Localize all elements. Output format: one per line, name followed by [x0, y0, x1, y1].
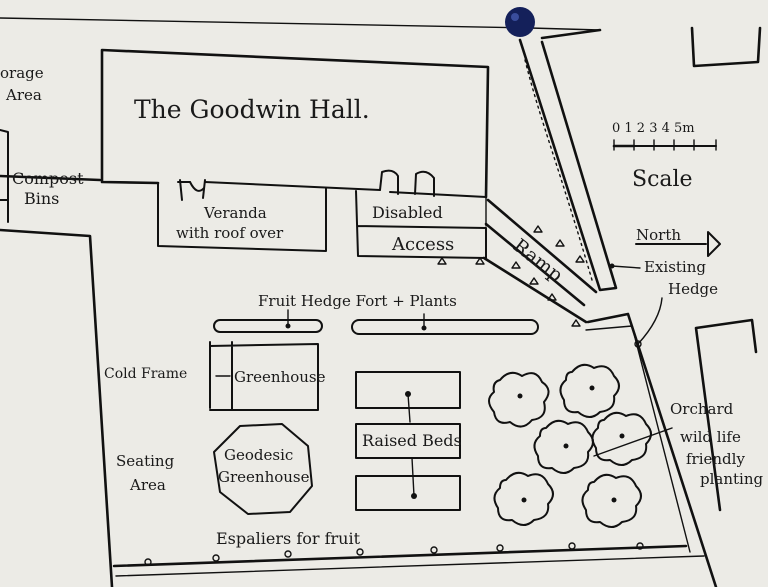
north-label: North — [636, 226, 681, 244]
door-veranda — [179, 179, 206, 201]
existing-hedge-strip — [518, 38, 618, 292]
seating-line: Seating — [116, 452, 175, 470]
hall-label: The Goodwin Hall. — [134, 95, 370, 124]
existing-hedge-line: Existing — [644, 258, 706, 276]
orchard-label: Orchard wild life friendly planting — [670, 400, 763, 488]
cold-frame-label: Cold Frame — [104, 366, 187, 382]
raised-beds-label: Raised Beds — [362, 431, 462, 450]
geodesic-greenhouse-outline — [213, 423, 313, 515]
ramp-triangles — [437, 225, 585, 327]
north-arrow-icon — [635, 231, 721, 257]
tree-icon — [488, 371, 550, 428]
fruit-hedge-bed-left — [213, 319, 323, 333]
disabled-label: Disabled — [372, 203, 443, 222]
left-boundary — [0, 228, 114, 587]
greenhouse-outline — [209, 341, 319, 411]
storage-area-line: Area — [5, 86, 42, 104]
geodesic-line: Greenhouse — [218, 468, 310, 486]
inner-right-boundary — [585, 325, 691, 553]
espaliers-label: Espaliers for fruit — [216, 529, 361, 548]
raised-bed-2 — [355, 423, 461, 459]
bottom-boundary — [112, 544, 688, 568]
compost-bins-line: Compost — [12, 169, 84, 188]
compost-line — [0, 174, 102, 182]
top-right-line — [540, 28, 602, 40]
hall-outline — [100, 48, 490, 199]
raised-bed-pointers — [407, 393, 415, 497]
raised-bed-1 — [355, 371, 461, 409]
fruit-hedge-bed-right — [351, 319, 539, 335]
geodesic-line: Geodesic — [224, 446, 293, 464]
hall-south-wall — [177, 181, 487, 198]
fruit-hedge-label: Fruit Hedge Fort + Plants — [258, 292, 457, 310]
tree-icon — [559, 363, 620, 418]
espalier-posts — [144, 542, 644, 566]
seating-line: Area — [129, 476, 166, 494]
pushpin-icon — [505, 7, 535, 37]
veranda-line: with roof over — [176, 224, 284, 242]
tree-icon — [533, 419, 594, 474]
compost-bin-edge — [0, 129, 9, 223]
orchard-line: wild life — [680, 428, 741, 446]
orchard-line: Orchard — [670, 400, 734, 418]
orchard-line: friendly — [686, 450, 745, 468]
orchard-line: planting — [700, 470, 763, 488]
tree-icon — [493, 471, 554, 526]
right-building-bottom — [694, 318, 758, 512]
orchard-pointer — [593, 427, 673, 457]
right-boundary — [586, 312, 718, 587]
existing-hedge-line: Hedge — [668, 280, 718, 298]
raised-bed-3 — [355, 475, 461, 511]
veranda-line: Veranda — [203, 204, 267, 222]
tree-centres — [517, 385, 625, 503]
scale-label: Scale — [632, 167, 693, 192]
ramp-lines — [482, 198, 598, 324]
right-building-top — [690, 26, 762, 68]
hedge-pointers — [611, 265, 663, 345]
scale-numbers: 0 1 2 3 4 5m — [612, 121, 695, 136]
tree-icon — [581, 473, 642, 528]
greenhouse-label: Greenhouse — [234, 368, 326, 386]
veranda-label: Veranda with roof over — [176, 204, 284, 242]
bottom-boundary-outer — [115, 555, 705, 577]
scale-bar-icon — [612, 139, 717, 151]
compost-bins-line: Bins — [24, 189, 59, 208]
access-label: Access — [391, 234, 454, 255]
veranda-box — [157, 182, 327, 252]
orchard-trees — [488, 363, 652, 528]
storage-area-line: orage — [0, 64, 44, 82]
doors-disabled — [379, 169, 435, 197]
tree-icon — [591, 411, 652, 466]
